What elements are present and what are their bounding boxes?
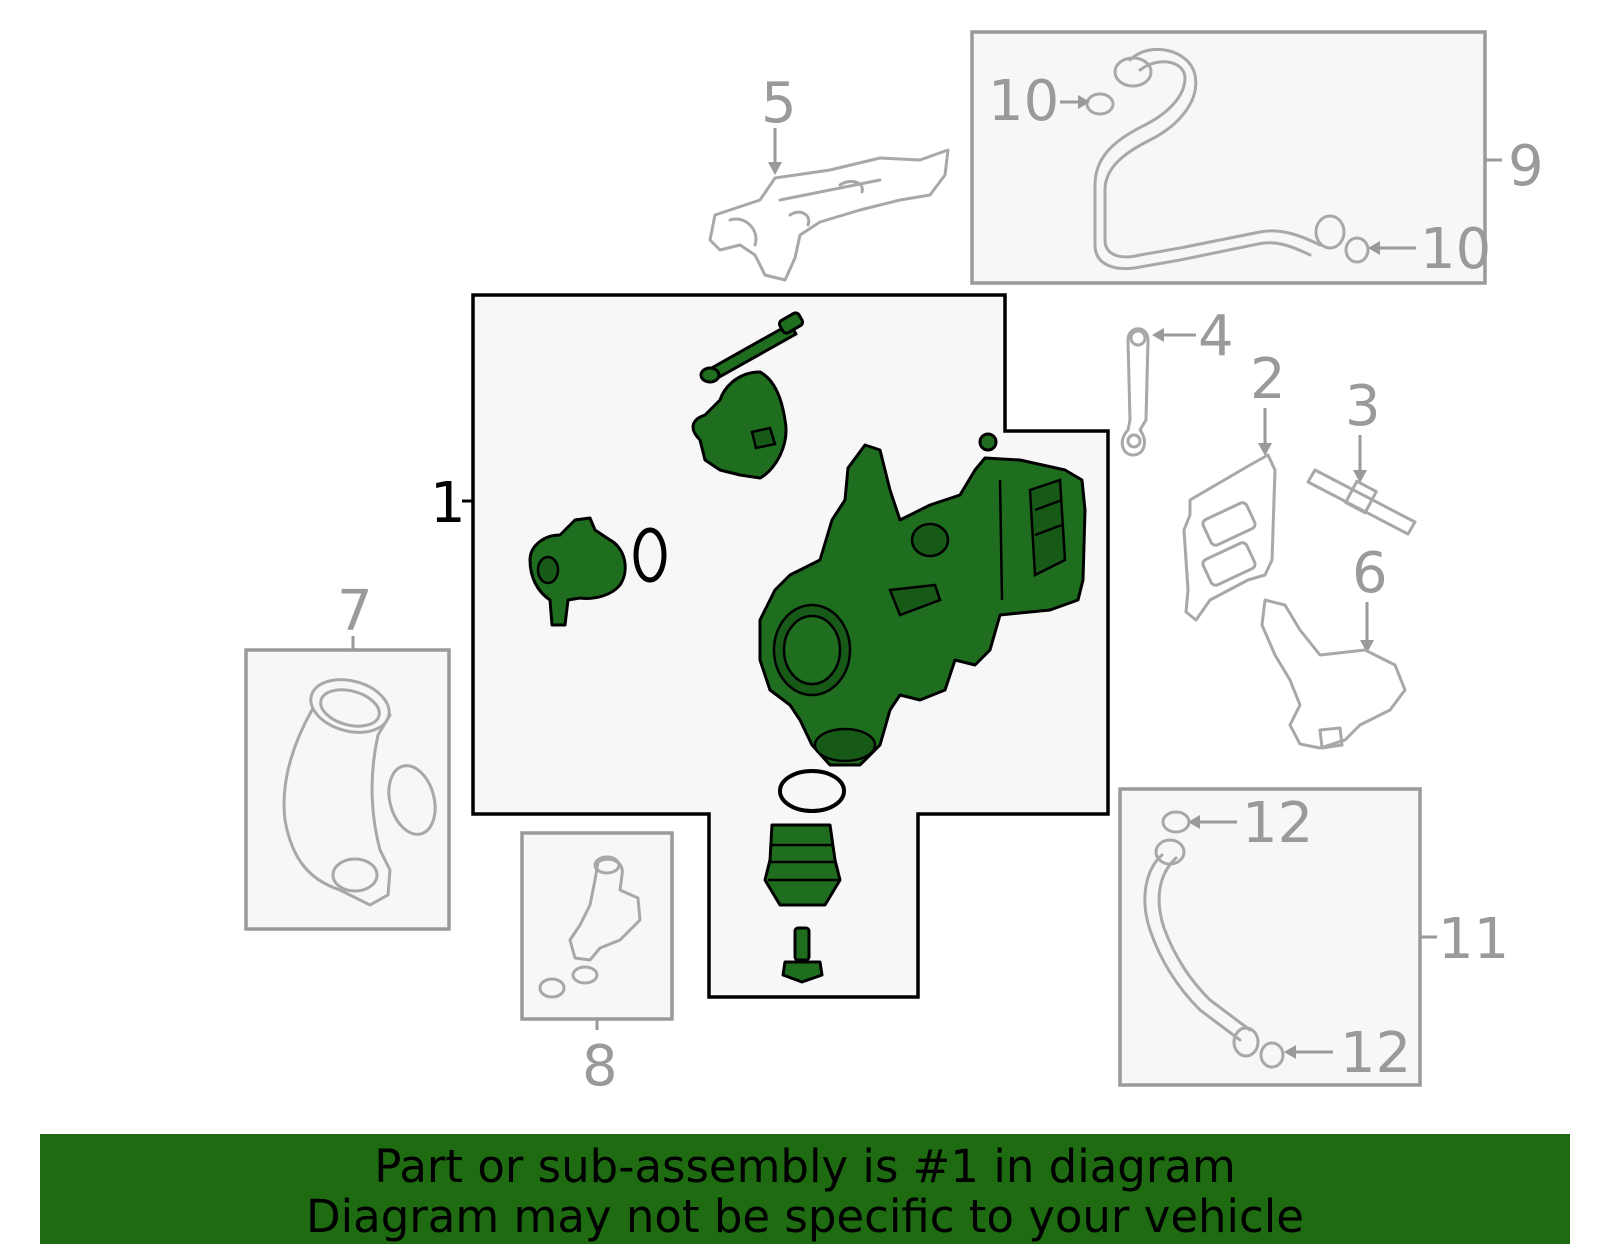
thermostat-left — [528, 516, 627, 627]
bolt-top — [699, 311, 805, 384]
bracket-link-eye-bottom — [1126, 433, 1142, 449]
bracket-link-4 — [1120, 327, 1150, 457]
bolt-bottom — [781, 926, 824, 984]
hose-7-flange — [331, 857, 379, 893]
callout-group-8: 8 — [520, 831, 674, 1099]
o-ring-left — [633, 527, 667, 583]
seal-washer-10b — [1344, 236, 1370, 264]
group-box-7 — [244, 648, 451, 931]
seal-washer-10a — [1085, 92, 1115, 116]
housing-bleed-screw — [978, 432, 998, 452]
arrow-12a — [1188, 815, 1200, 829]
callout-12-bottom: 12 — [1340, 1021, 1411, 1086]
callout-group-3: 3 — [1306, 374, 1417, 536]
hose-7-body — [282, 708, 392, 907]
callout-10-bottom: 10 — [1420, 217, 1491, 282]
callout-9: 9 — [1508, 134, 1544, 199]
seal-ring-7 — [387, 764, 437, 836]
seal-washer-12b — [1259, 1041, 1285, 1069]
banner-line-2: Diagram may not be specific to your vehi… — [306, 1190, 1304, 1243]
heat-shield-5 — [708, 148, 950, 282]
callout-11: 11 — [1438, 907, 1509, 972]
housing-port-mid — [910, 522, 950, 558]
housing-flange-grid — [998, 479, 1063, 601]
arrow-12b — [1284, 1045, 1296, 1059]
banjo-fitting-top — [1113, 56, 1153, 88]
shield-6 — [1260, 598, 1407, 750]
callout-6: 6 — [1352, 541, 1388, 606]
callout-1: 1 — [430, 471, 466, 536]
callout-5: 5 — [761, 71, 797, 136]
fitting-ribs — [768, 843, 838, 882]
callout-12-top: 12 — [1242, 791, 1313, 856]
shield-6-tab — [1318, 726, 1344, 750]
stud-3 — [1306, 468, 1417, 536]
stud-3-collar — [1344, 479, 1378, 515]
callout-8: 8 — [582, 1034, 618, 1099]
housing-bracket — [888, 583, 942, 617]
group-box-11 — [1118, 787, 1422, 1087]
oil-feed-pipe-inner — [1093, 60, 1312, 271]
housing-flange-right — [1028, 478, 1067, 577]
arrow-3 — [1353, 470, 1367, 483]
info-banner: Part or sub-assembly is #1 in diagram Di… — [40, 1134, 1570, 1244]
callout-2: 2 — [1250, 347, 1286, 412]
connector-8-clip — [571, 965, 599, 985]
oil-feed-pipe — [1103, 47, 1322, 259]
banjo-fitting-bottom — [1314, 214, 1346, 250]
bracket-link-eye-top — [1129, 329, 1147, 347]
thermostat-port — [536, 555, 560, 585]
coolant-fitting-bottom — [763, 823, 842, 907]
housing-outlet-bore — [782, 614, 842, 686]
housing-outlet-bottom — [813, 727, 877, 763]
callout-group-5: 5 — [708, 71, 950, 282]
callout-group-9: 10 10 9 — [970, 30, 1544, 285]
connector-8-top — [593, 855, 621, 875]
callout-group-6: 6 — [1260, 541, 1407, 750]
callout-10-top: 10 — [988, 69, 1059, 134]
callout-group-4: 4 — [1120, 304, 1234, 457]
gasket-2 — [1182, 453, 1277, 622]
callout-group-7: 7 — [244, 579, 451, 931]
oil-return-pipe-inner — [1157, 856, 1252, 1032]
callout-group-11: 11 12 12 — [1118, 787, 1509, 1087]
arrow-4 — [1152, 328, 1164, 342]
callout-4: 4 — [1198, 304, 1234, 369]
arrow-10a — [1078, 95, 1090, 109]
seal-ring-8 — [538, 977, 566, 999]
callout-7: 7 — [337, 579, 373, 644]
hose-7-mouth-inner — [319, 688, 381, 728]
callout-group-2: 2 — [1182, 347, 1286, 622]
arrow-10b — [1368, 241, 1380, 255]
gasket-2-window-bottom — [1201, 541, 1257, 587]
group-box-9 — [970, 30, 1487, 285]
arrow-2 — [1258, 443, 1272, 456]
arrow-6 — [1360, 640, 1374, 653]
banner-line-1: Part or sub-assembly is #1 in diagram — [374, 1140, 1236, 1193]
o-ring-bottom — [778, 769, 846, 813]
heat-shield-5-detail — [728, 178, 882, 247]
oil-return-fitting-top — [1154, 838, 1186, 866]
actuator-connector — [750, 426, 777, 450]
oil-return-fitting-bottom — [1232, 1026, 1260, 1058]
arrow-5 — [768, 162, 782, 175]
gasket-2-window-top — [1201, 501, 1257, 547]
oil-return-pipe — [1143, 853, 1242, 1042]
connector-8 — [568, 857, 642, 962]
actuator-housing — [691, 370, 788, 480]
callout-3: 3 — [1345, 374, 1381, 439]
callout-group-1: 1 — [430, 293, 1110, 999]
